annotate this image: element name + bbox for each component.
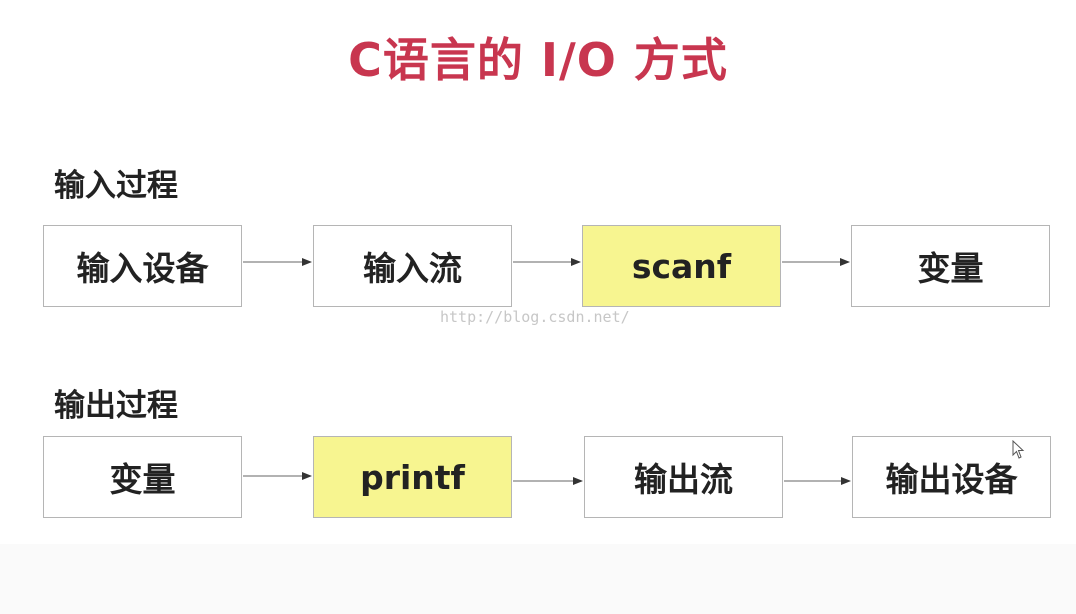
page-title: C语言的 I/O 方式	[348, 33, 728, 87]
output-stream-box: 输出流	[584, 436, 783, 518]
output-variable-box: 变量	[43, 436, 242, 518]
output-section-label: 输出过程	[54, 388, 178, 424]
input-variable-box: 变量	[851, 225, 1050, 307]
scanf-box: scanf	[582, 225, 781, 307]
output-flow-row: 变量 printf 输出流 输出设备	[0, 436, 1076, 520]
bottom-band	[0, 544, 1076, 614]
mouse-pointer-icon	[1012, 439, 1026, 464]
input-flow-row: 输入设备 输入流 scanf 变量	[0, 225, 1076, 309]
printf-box: printf	[313, 436, 512, 518]
watermark: http://blog.csdn.net/	[440, 308, 630, 326]
input-section-label: 输入过程	[54, 168, 178, 204]
input-stream-box: 输入流	[313, 225, 512, 307]
input-device-box: 输入设备	[43, 225, 242, 307]
